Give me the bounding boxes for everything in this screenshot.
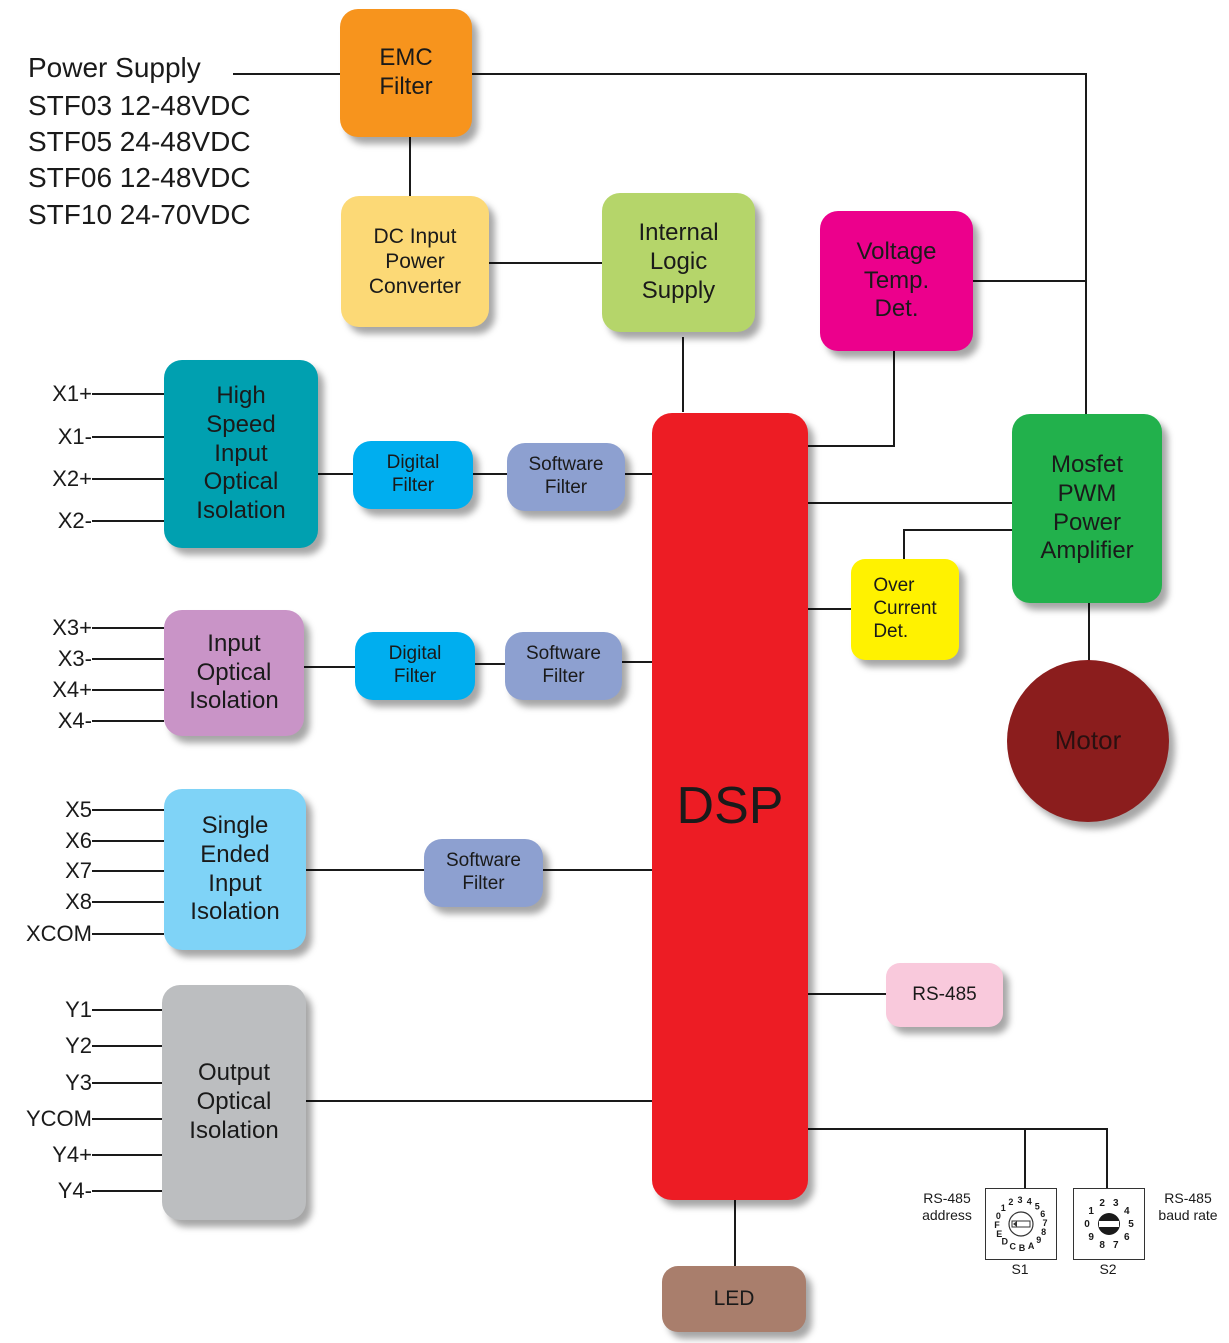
dial-digit: 1 [1088,1206,1094,1217]
dial-digit: 8 [1041,1227,1046,1237]
input-pin-label: X2- [57,508,92,533]
over-current-detect-label: Over Current Det. [873,575,937,642]
input-pin-label: X2+ [52,466,92,491]
dial-digit: 9 [1036,1235,1041,1245]
motor-circle: Motor [1007,660,1169,822]
emc-filter-label: EMC Filter [379,44,433,100]
dial-digit: 2 [1099,1198,1105,1209]
voltage-temp-detect-label: Voltage Temp. Det. [856,237,937,323]
input-optical-isolation-block: Input Optical Isolation [164,610,304,736]
dc-input-converter-block: DC Input Power Converter [341,196,489,327]
output-optical-isolation-label: Output Optical Isolation [189,1059,279,1144]
emc-filter-block: EMC Filter [340,9,472,137]
dial-digit: E [996,1229,1002,1239]
rs485-label: RS-485 [912,983,977,1005]
software-filter-block: Software Filter [424,839,543,907]
dial-digit: 7 [1113,1240,1119,1251]
switch-s2-label: S2 [1099,1261,1117,1277]
single-ended-isolation-block: Single Ended Input Isolation [164,789,306,950]
output-pin-label: Y3 [65,1070,92,1095]
over-current-detect-block: Over Current Det. [851,559,959,660]
dial-digit: 3 [1113,1198,1119,1209]
output-pin-label: Y2 [65,1033,92,1058]
dial-digit: A [1028,1241,1035,1251]
input-pin-label: X4- [57,708,92,733]
input-pin-label: X4+ [52,677,92,702]
dial-digit: 1 [1001,1203,1006,1213]
switch-s1-label: S1 [1011,1261,1029,1277]
input-pin-label: X3+ [52,615,92,640]
dc-input-converter-label: DC Input Power Converter [368,224,462,299]
high-speed-isolation-label: High Speed Input Optical Isolation [196,382,286,525]
software-filter-label: Software Filter [528,454,604,498]
power-supply-model: STF03 12-48VDC [28,90,251,121]
motor-label: Motor [1054,725,1122,756]
dial-digit: 5 [1128,1219,1134,1230]
dial-digit: 2 [1008,1197,1013,1207]
dsp-block: DSP [652,413,808,1200]
dial-digit: B [1019,1243,1026,1253]
digital-filter-block: Digital Filter [353,441,473,509]
rs485-baud-rate-label: RS-485 baud rate [1158,1190,1218,1223]
led-block: LED [662,1266,806,1332]
dial-digit: D [1002,1237,1009,1247]
single-ended-isolation-label: Single Ended Input Isolation [190,811,280,926]
digital-filter-block: Digital Filter [355,632,475,700]
input-optical-isolation-label: Input Optical Isolation [189,629,279,715]
rs485-address-label: RS-485 address [922,1190,972,1223]
dial-digit: F [994,1220,1000,1230]
software-filter-label: Software Filter [446,850,521,894]
dial-digit: 0 [1084,1219,1090,1230]
input-pin-label: X7 [65,858,92,883]
digital-filter-label: Digital Filter [388,643,442,687]
software-filter-label: Software Filter [526,643,601,687]
internal-logic-supply-label: Internal Logic Supply [638,219,719,304]
high-speed-isolation-block: High Speed Input Optical Isolation [164,360,318,548]
dial-digit: 6 [1040,1209,1045,1219]
dial-digit: 3 [1017,1195,1022,1205]
output-pin-label: YCOM [26,1106,92,1131]
dial-digit: 4 [1027,1196,1032,1206]
dial-digit: 4 [1124,1206,1130,1217]
dial-digit: 9 [1088,1232,1094,1243]
output-pin-label: Y4- [57,1178,92,1203]
led-label: LED [713,1287,755,1311]
dial-digit: 5 [1035,1201,1040,1211]
mosfet-amplifier-label: Mosfet PWM Power Amplifier [1040,450,1134,565]
dial-digit: 8 [1099,1240,1105,1251]
dsp-label: DSP [676,777,784,836]
input-pin-label: X8 [65,889,92,914]
input-pin-label: X5 [65,797,92,822]
input-pin-label: X1+ [52,381,92,406]
power-supply-model: STF10 24-70VDC [28,199,251,230]
input-pin-label: X3- [57,646,92,671]
internal-logic-supply-block: Internal Logic Supply [602,193,755,332]
dial-digit: 6 [1124,1232,1130,1243]
output-pin-label: Y1 [65,997,92,1022]
software-filter-block: Software Filter [505,632,622,700]
software-filter-block: Software Filter [507,443,625,511]
voltage-temp-detect-block: Voltage Temp. Det. [820,211,973,351]
output-pin-label: Y4+ [52,1142,92,1167]
power-supply-model: STF06 12-48VDC [28,162,251,193]
dial-digit: 7 [1042,1218,1047,1228]
dial-digit: C [1010,1242,1017,1252]
power-supply-title: Power Supply [28,52,201,83]
input-pin-label: X1- [57,424,92,449]
output-optical-isolation-block: Output Optical Isolation [162,985,306,1220]
input-pin-label: X6 [65,828,92,853]
mosfet-amplifier-block: Mosfet PWM Power Amplifier [1012,414,1162,603]
input-pin-label: XCOM [26,921,92,946]
digital-filter-label: Digital Filter [386,452,440,496]
power-supply-model: STF05 24-48VDC [28,126,251,157]
dial-digit: 0 [996,1211,1001,1221]
rs485-block: RS-485 [886,963,1003,1027]
